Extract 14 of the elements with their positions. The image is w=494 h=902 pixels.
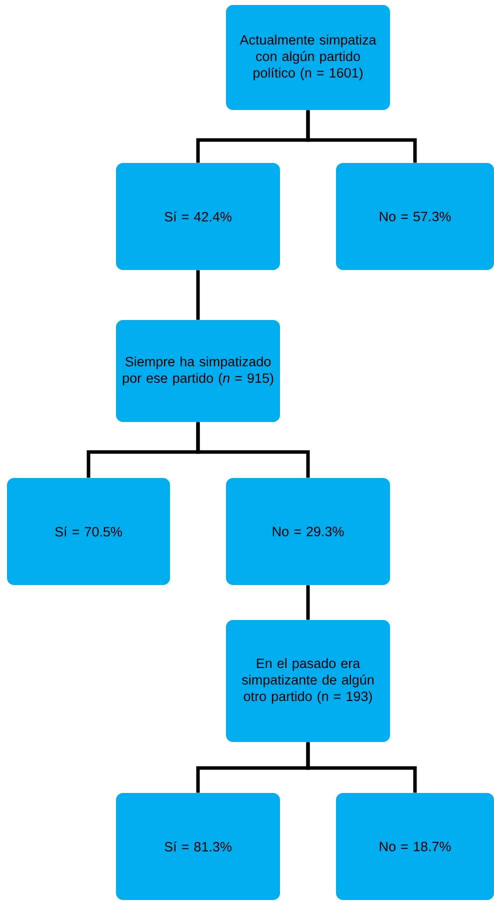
connector-line <box>196 270 200 320</box>
box: Siempre ha simpatizado por ese partido (n = 915) <box>116 320 280 422</box>
box: No = 57.3% <box>336 163 494 270</box>
box: No = 29.3% <box>226 478 390 585</box>
box: Sí = 70.5% <box>7 478 170 585</box>
connector-line <box>306 742 417 793</box>
box: No = 18.7% <box>336 793 494 900</box>
connector-line <box>196 422 310 478</box>
box: Actualmente simpatiza con algún partido político (n = 1601) <box>226 5 390 110</box>
box: En el pasado era simpatizante de algún otro partido (n = 193) <box>226 620 390 742</box>
connector-line <box>306 585 310 620</box>
box: Sí = 42.4% <box>116 163 280 270</box>
box: Sí = 81.3% <box>116 793 280 900</box>
connector-line <box>306 110 417 163</box>
